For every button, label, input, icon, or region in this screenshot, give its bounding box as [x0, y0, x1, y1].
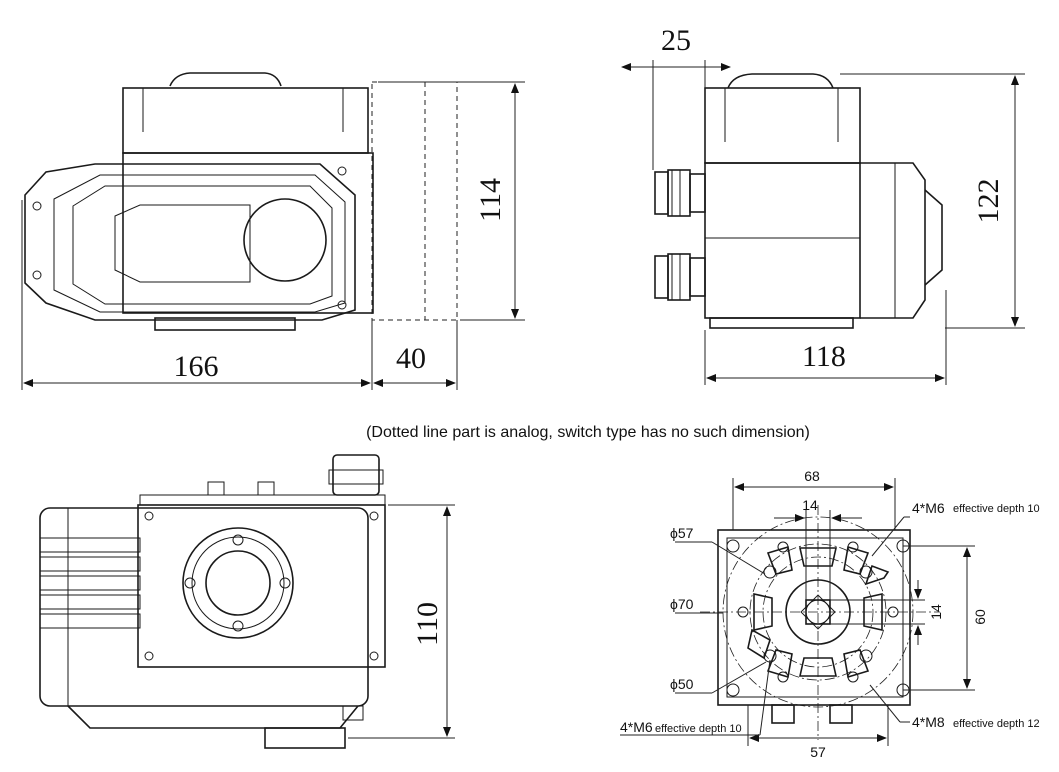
flange-bolt-bottom-left-depth: effective depth 10: [655, 723, 742, 735]
front-view: [21, 72, 525, 390]
flange-bolt-top-right-depth: effective depth 10: [953, 503, 1040, 515]
side-offset-label: 25: [661, 24, 691, 57]
flange-square-drive-label: 14: [802, 497, 818, 513]
bottom-view: [39, 454, 455, 749]
flange-square-drive-v-label: 14: [928, 604, 944, 620]
bottom-height-label: 110: [411, 602, 444, 646]
side-height-label: 122: [972, 179, 1005, 224]
flange-pcd50-label: ϕ50: [670, 676, 694, 692]
flange-pcd70-label: ϕ70: [670, 596, 694, 612]
flange-view: [620, 478, 975, 746]
side-width-label: 118: [802, 340, 846, 373]
flange-bolt-top-right-label: 4*M6: [912, 500, 945, 516]
analog-note: (Dotted line part is analog, switch type…: [366, 424, 810, 441]
front-analog-depth-label: 40: [396, 342, 426, 375]
flange-bottom-width-label: 57: [810, 744, 826, 760]
flange-bolt-bottom-left-label: 4*M6: [620, 719, 653, 735]
flange-bolt-bottom-right-depth: effective depth 12: [953, 718, 1040, 730]
cable-gland-upper: [654, 169, 706, 217]
flange-pcd57-label: ϕ57: [670, 525, 694, 541]
flange-bolt-bottom-right-label: 4*M8: [912, 714, 945, 730]
side-view: [621, 60, 1025, 385]
front-height-label: 114: [474, 178, 507, 222]
flange-height-label: 60: [972, 609, 988, 625]
cable-gland-lower: [654, 253, 706, 301]
flange-width-label: 68: [804, 468, 820, 484]
front-width-label: 166: [174, 350, 219, 383]
